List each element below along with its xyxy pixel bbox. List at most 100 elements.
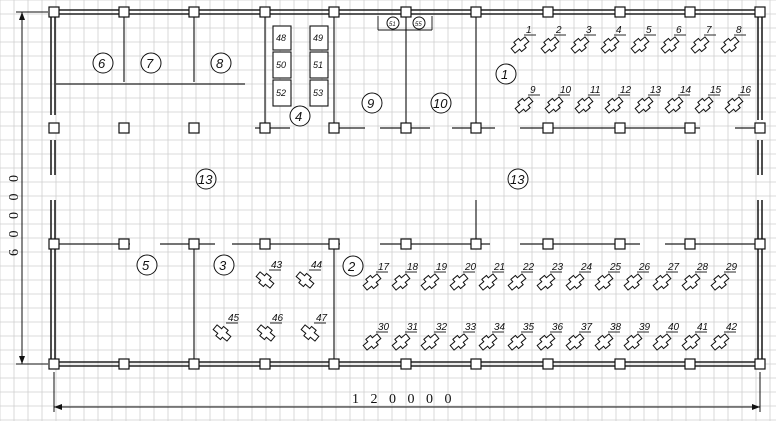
fixture-marker [386,16,400,30]
machine-number: 13 [650,85,662,96]
column-marker [188,358,200,370]
machine-number: 23 [551,262,564,273]
machine: 24 [565,262,593,291]
machine: 2 [540,25,566,54]
machine-number: 38 [610,322,622,333]
column-marker [48,238,60,250]
fixture-label: 55 [415,22,422,28]
column-marker [48,358,60,370]
cabinet-label: 49 [313,33,323,43]
machine-number: 7 [706,25,712,36]
machine: 17 [362,262,390,291]
column-marker [684,6,696,18]
column-marker [684,238,696,250]
machine: 43 [255,260,283,289]
cabinet-label: 52 [276,88,286,98]
column-marker [328,238,340,250]
column-marker [614,358,626,370]
column-marker [118,238,130,250]
zone-label-1: 1 [501,67,508,82]
machine: 15 [694,85,722,114]
machine-number: 2 [555,25,562,36]
machine-number: 44 [311,260,323,271]
height-dimension-label: 6 0 0 0 0 [7,171,22,256]
machine: 40 [652,322,680,351]
machine: 13 [634,85,662,114]
machine: 25 [594,262,622,291]
column-marker [188,238,200,250]
column-marker [259,358,271,370]
zone-label-13-right: 13 [510,172,525,187]
machine-number: 11 [590,85,600,96]
machine: 1 [510,25,536,54]
machine-number: 41 [697,322,708,333]
machine-number: 33 [465,322,477,333]
machine: 8 [720,25,746,54]
column-marker [400,6,412,18]
machine-number: 24 [580,262,593,273]
machine-number: 18 [407,262,419,273]
column-marker [400,358,412,370]
machine-number: 26 [638,262,651,273]
zone-label-2: 2 [347,259,356,274]
machine: 39 [623,322,651,351]
small-fixtures: 51 55 [377,16,433,31]
machine-number: 19 [436,262,448,273]
machine: 3 [570,25,596,54]
machine: 36 [536,322,564,351]
cabinet-49 [309,25,329,51]
machine: 19 [420,262,448,291]
machine: 30 [362,322,390,351]
machine: 37 [565,322,593,351]
column-marker [614,6,626,18]
dimension-width: 1 2 0 0 0 0 [53,372,761,412]
machine-number: 10 [560,85,572,96]
column-marker [259,122,271,134]
fixture-marker [412,16,426,30]
column-marker [118,358,130,370]
column-marker [48,6,60,18]
zone-label-4: 4 [295,109,302,124]
column-marker [328,122,340,134]
column-marker [470,122,482,134]
machine: 42 [710,322,738,351]
machine: 6 [660,25,686,54]
column-marker [328,6,340,18]
dimension-height: 6 0 0 0 0 [7,11,48,365]
machine-number: 27 [667,262,680,273]
structural-columns [48,6,766,370]
machine-number: 43 [271,260,283,271]
machine-number: 45 [228,313,240,324]
cabinet-53 [309,79,329,107]
machine: 23 [536,262,564,291]
column-marker [542,238,554,250]
machine-number: 32 [436,322,448,333]
machine-number: 35 [523,322,535,333]
machine-number: 16 [740,85,752,96]
column-marker [259,238,271,250]
machine-number: 22 [522,262,535,273]
machine: 41 [681,322,708,351]
column-marker [542,6,554,18]
machine-number: 31 [407,322,418,333]
machine: 46 [256,313,284,342]
machine-number: 29 [725,262,738,273]
cabinet-51 [309,51,329,79]
machine: 16 [724,85,752,114]
zone-label-9: 9 [367,96,374,111]
machine-number: 40 [668,322,680,333]
column-marker [48,122,60,134]
cabinet-label: 50 [276,60,286,70]
machine: 33 [449,322,477,351]
machine: 5 [630,25,656,54]
zone-label-13-left: 13 [198,172,213,187]
machine-number: 21 [493,262,505,273]
cabinet-label: 51 [313,60,323,70]
column-marker [542,358,554,370]
machine-number: 12 [620,85,632,96]
machine-number: 37 [581,322,593,333]
machine: 4 [600,25,626,54]
column-marker [542,122,554,134]
column-marker [118,122,130,134]
